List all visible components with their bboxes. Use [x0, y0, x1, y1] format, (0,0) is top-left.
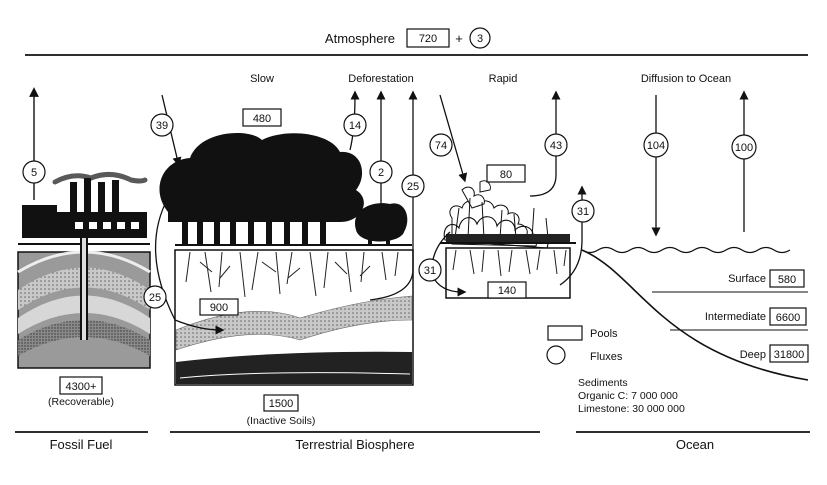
soil-pool-value: 900 [210, 302, 228, 314]
factory-icon [22, 172, 148, 238]
rapid-pool-value: 80 [500, 169, 512, 181]
soil-pool-box [199, 298, 239, 316]
soil-block [174, 249, 414, 386]
slow-uptake-value: 39 [156, 120, 168, 132]
slow-uptake-circle [150, 113, 174, 137]
slow-pool-box [242, 108, 282, 127]
surface-layer-name: Surface [728, 273, 766, 285]
legend-pools-label: Pools [590, 328, 618, 340]
ocean-floor-curve [581, 249, 809, 381]
fossil-pool-box [59, 376, 103, 395]
litterfall-arrow [154, 197, 225, 335]
rapid-soil-pool-box [487, 281, 527, 299]
intermediate-layer-value: 6600 [776, 312, 800, 324]
atmosphere-flux-circle [469, 27, 491, 49]
rapid-soil-release-circle [571, 199, 595, 223]
header-rapid: Rapid [489, 73, 518, 85]
rapid-uptake-value: 74 [435, 140, 447, 152]
rapid-uptake-circle [429, 133, 453, 157]
fossil-pool-note: (Recoverable) [48, 396, 114, 408]
rapid-soil-release-arrow [559, 185, 587, 286]
ocean-uptake-circle [643, 132, 669, 158]
rapid-soil-input-value: 31 [424, 265, 436, 277]
deforestation-big-circle [401, 174, 425, 198]
sediments-title: Sediments [578, 377, 628, 389]
atmosphere-pool-value: 720 [419, 33, 437, 45]
fossil-flux-value: 5 [31, 167, 37, 179]
deforestation-big-value: 25 [407, 181, 419, 193]
forest-canopy-icon [159, 133, 408, 245]
atmosphere-flux-value: 3 [477, 33, 483, 45]
sediments-limestone: Limestone: 30 000 000 [578, 403, 685, 415]
atmosphere-header: Atmosphere 720 + 3 [325, 27, 491, 49]
deep-layer-box [769, 344, 809, 363]
rapid-soil-pool-value: 140 [498, 285, 516, 297]
header-deforestation: Deforestation [348, 73, 413, 85]
terrestrial-column: 39 480 14 2 25 25 900 1500 (Inactive Soi… [143, 90, 595, 427]
atmosphere-pool-box [406, 28, 450, 48]
rapid-uptake-arrow [439, 94, 468, 183]
header-slow: Slow [250, 73, 274, 85]
litterfall-circle [143, 285, 167, 309]
inactive-soil-note: (Inactive Soils) [247, 415, 316, 427]
deforestation-big-arrow [369, 90, 418, 301]
crop-vegetation-icon [443, 180, 570, 249]
inactive-soil-pool-value: 1500 [269, 398, 293, 410]
rapid-soil-release-value: 31 [577, 206, 589, 218]
ocean-section-label: Ocean [676, 437, 714, 452]
sediments-organic: Organic C: 7 000 000 [578, 390, 678, 402]
slow-release-value: 14 [349, 120, 361, 132]
intermediate-layer-box [769, 307, 807, 326]
rapid-release-value: 43 [550, 140, 562, 152]
fossil-section-label: Fossil Fuel [50, 437, 113, 452]
fossil-pool-value: 4300+ [66, 381, 97, 393]
slow-pool-value: 480 [253, 113, 271, 125]
inactive-soil-pool-box [263, 394, 299, 412]
deep-layer-value: 31800 [774, 349, 805, 361]
rapid-pool-box [486, 164, 526, 183]
legend-flux-swatch [546, 345, 566, 365]
deforestation-small-circle [369, 160, 393, 184]
fossil-flux-circle [22, 160, 46, 184]
rapid-release-arrow [529, 90, 561, 197]
atmosphere-label: Atmosphere [325, 31, 395, 46]
slow-release-circle [343, 113, 367, 137]
terrestrial-section-label: Terrestrial Biosphere [295, 437, 414, 452]
ocean-column: 104 100 Surface 580 Intermediate 6600 De… [581, 90, 809, 381]
ocean-release-value: 100 [735, 142, 753, 154]
fossil-strata [17, 238, 151, 369]
fossil-fuel-column: 5 4300+ (Recover [17, 87, 151, 408]
ocean-surface-waves [581, 246, 791, 254]
ocean-uptake-value: 104 [647, 140, 665, 152]
litterfall-value: 25 [149, 292, 161, 304]
rapid-soil-input-circle [418, 258, 442, 282]
deforestation-small-value: 2 [378, 167, 384, 179]
legend: Pools Fluxes [546, 325, 623, 365]
surface-layer-box [769, 269, 805, 288]
surface-layer-value: 580 [778, 274, 796, 286]
atmosphere-plus: + [455, 31, 463, 46]
legend-fluxes-label: Fluxes [590, 351, 623, 363]
intermediate-layer-name: Intermediate [705, 311, 766, 323]
legend-pool-swatch [547, 325, 583, 341]
header-diffusion: Diffusion to Ocean [641, 73, 731, 85]
sediments-info: Sediments Organic C: 7 000 000 Limestone… [578, 377, 685, 415]
rapid-release-circle [544, 133, 568, 157]
deep-layer-name: Deep [740, 349, 766, 361]
ocean-release-circle [731, 134, 757, 160]
